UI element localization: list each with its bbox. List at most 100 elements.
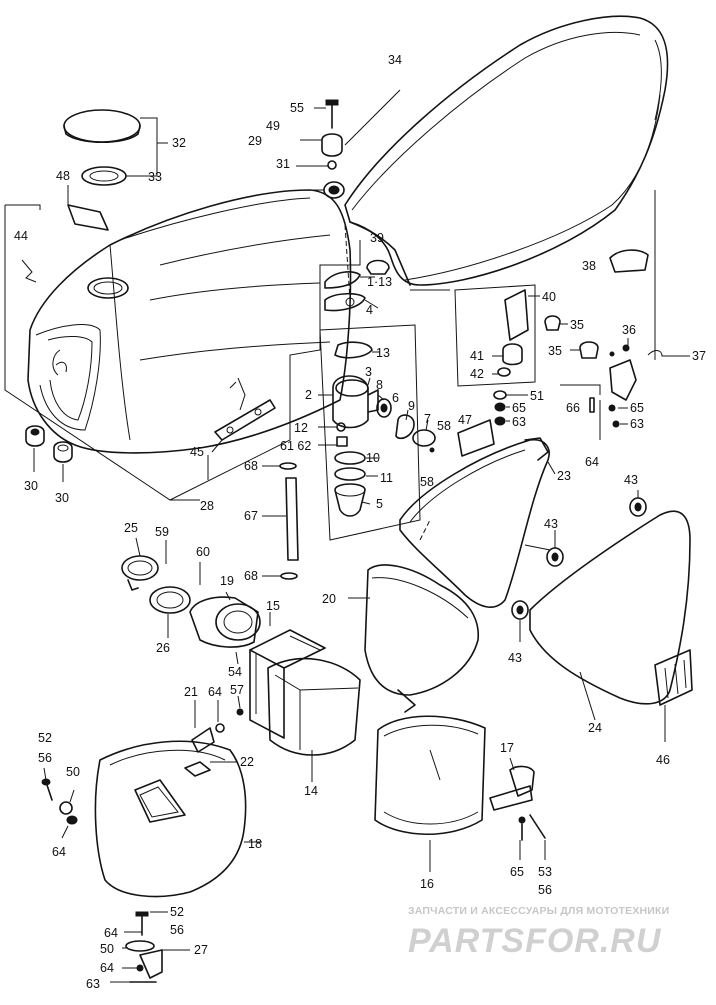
tank-cap-part (63, 109, 168, 186)
label-43b: 43 (544, 517, 558, 531)
grommet-35b (579, 341, 599, 359)
label-48: 48 (56, 169, 70, 183)
label-65b: 65 (630, 401, 644, 415)
label-54: 54 (228, 665, 242, 679)
grommet-43-part (511, 490, 647, 642)
label-35b: 35 (548, 344, 562, 358)
label-38: 38 (582, 259, 596, 273)
label-41: 41 (470, 349, 484, 363)
label-65a: 65 (512, 401, 526, 415)
washer-stack (493, 390, 528, 426)
label-3: 3 (365, 365, 372, 379)
label-36: 36 (622, 323, 636, 337)
label-56b: 56 (538, 883, 552, 897)
label-30b: 30 (55, 491, 69, 505)
bracket-17-part (489, 757, 546, 860)
label-14: 14 (304, 784, 318, 798)
clip-38-part (609, 249, 649, 273)
label-63a: 63 (512, 415, 526, 429)
label-37: 37 (692, 349, 706, 363)
side-cover-24-part (529, 510, 693, 742)
label-61-62: 61 62 (280, 439, 311, 453)
callout-labels: 32 33 48 44 55 49 29 31 34 39 1·13 4 13 … (14, 53, 706, 991)
label-35a: 35 (570, 318, 584, 332)
tank-badge-44 (21, 259, 37, 283)
side-cover-23-part (399, 437, 556, 608)
label-50a: 50 (66, 765, 80, 779)
label-39: 39 (370, 231, 384, 245)
bottom-bracket-27 (110, 911, 190, 983)
filter-14-part (267, 612, 361, 782)
label-60: 60 (196, 545, 210, 559)
label-64b: 64 (208, 685, 222, 699)
label-49: 49 (266, 119, 280, 133)
label-32: 32 (172, 136, 186, 150)
label-58b: 58 (420, 475, 434, 489)
air-cleaner-case-20-part (348, 564, 480, 713)
fuel-cock-box (319, 324, 421, 541)
fuel-cock-part (318, 341, 436, 517)
label-68a: 68 (244, 459, 258, 473)
label-58a: 58 (437, 419, 451, 433)
label-17: 17 (500, 741, 514, 755)
label-7: 7 (424, 412, 431, 426)
seat-part (344, 15, 669, 286)
label-2: 2 (305, 388, 312, 402)
label-15: 15 (266, 599, 280, 613)
label-5: 5 (376, 497, 383, 511)
label-18: 18 (248, 837, 262, 851)
label-66: 66 (566, 401, 580, 415)
small-hardware-21 (184, 695, 244, 777)
fuel-clip-part (324, 271, 379, 312)
label-45: 45 (190, 445, 204, 459)
label-25: 25 (124, 521, 138, 535)
fuse-holder-part (492, 289, 540, 377)
label-16: 16 (420, 877, 434, 891)
label-22: 22 (240, 755, 254, 769)
seat-bolt-stack (296, 89, 401, 199)
grommet-35a (544, 315, 561, 331)
label-59: 59 (155, 525, 169, 539)
label-4: 4 (366, 303, 373, 317)
label-57: 57 (230, 683, 244, 697)
label-65c: 65 (510, 865, 524, 879)
clamp-25-part (121, 537, 167, 591)
label-11: 11 (380, 471, 393, 485)
label-64a: 64 (585, 455, 599, 469)
label-64d: 64 (104, 926, 118, 940)
intake-19-part (189, 591, 261, 665)
label-44: 44 (14, 229, 28, 243)
label-56a: 56 (38, 751, 52, 765)
label-46: 46 (656, 753, 670, 767)
label-63c: 63 (86, 977, 100, 991)
bracket-36-part (609, 338, 637, 401)
filter-15-part (249, 629, 326, 739)
label-20: 20 (322, 592, 336, 606)
clamp-26-part (149, 562, 201, 638)
label-30a: 30 (24, 479, 38, 493)
rubber-30-part (25, 425, 73, 482)
label-51: 51 (530, 389, 544, 403)
label-33: 33 (148, 170, 162, 184)
box-47-part (457, 419, 495, 457)
watermark-logo: PARTSFOR.RU (408, 922, 661, 960)
label-23: 23 (557, 469, 571, 483)
label-47: 47 (458, 413, 472, 427)
grommet-39-part (366, 259, 390, 275)
bracket-45-part (207, 399, 276, 480)
label-52a: 52 (38, 731, 52, 745)
label-21: 21 (184, 685, 198, 699)
label-26: 26 (156, 641, 170, 655)
label-64c: 64 (52, 845, 66, 859)
label-63b: 63 (630, 417, 644, 431)
bolt-52-left (41, 767, 78, 839)
label-43a: 43 (624, 473, 638, 487)
battery-case-18-part (94, 740, 262, 898)
tank-outline-box (4, 205, 361, 501)
label-6: 6 (392, 391, 399, 405)
label-42: 42 (470, 367, 484, 381)
label-19: 19 (220, 574, 234, 588)
label-1-13: 1·13 (367, 275, 392, 289)
